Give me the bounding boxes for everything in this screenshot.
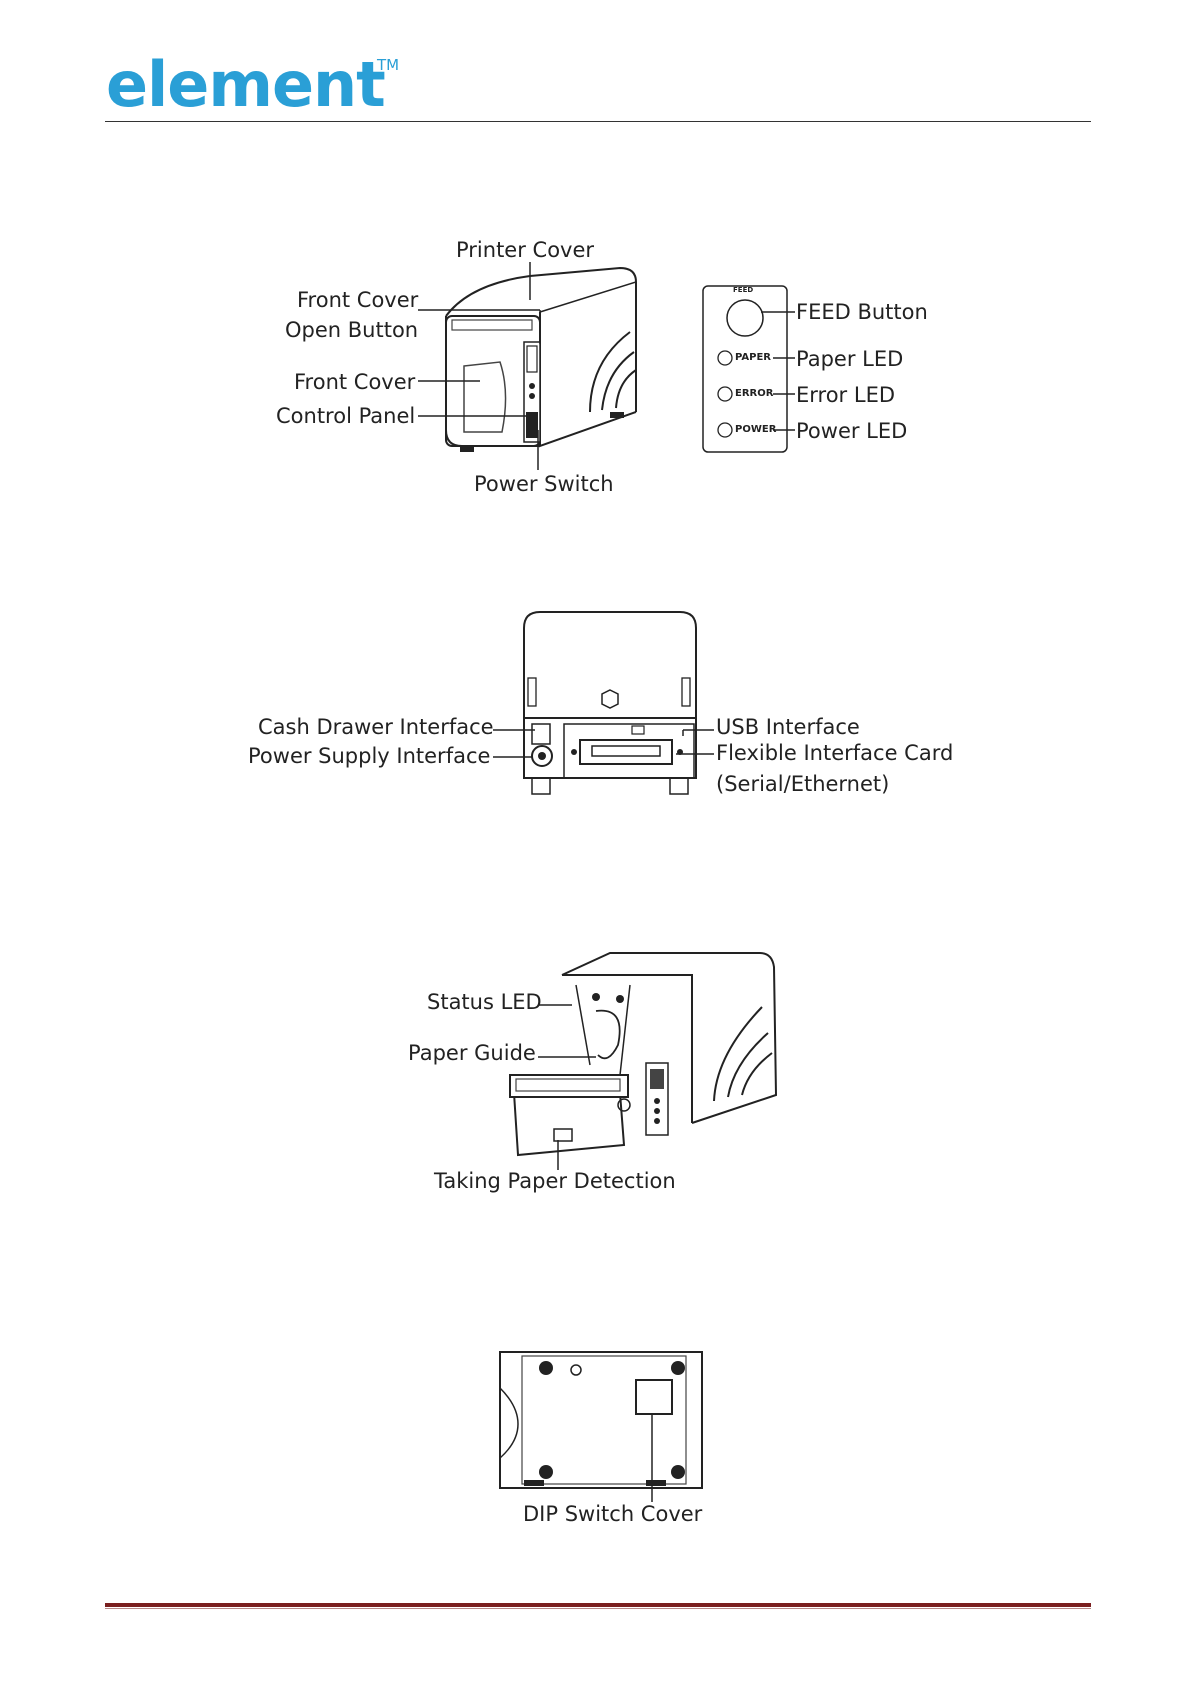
caption-power: POWER [735, 424, 777, 435]
header-rule [105, 121, 1091, 122]
footer-rule [105, 1603, 1091, 1607]
label-control-panel: Control Panel [276, 404, 416, 428]
label-power-led: Power LED [796, 419, 908, 443]
label-flexible-interface-card: Flexible Interface Card [716, 741, 954, 765]
label-power-supply-interface: Power Supply Interface [248, 744, 491, 768]
label-front-cover: Front Cover [294, 370, 416, 394]
logo-text: element [106, 48, 386, 121]
label-paper-guide: Paper Guide [408, 1041, 536, 1065]
label-front-cover-open-line2: Open Button [285, 318, 419, 342]
caption-feed: FEED [733, 286, 754, 294]
open-view-illustration [509, 952, 778, 1157]
label-serial-ethernet: (Serial/Ethernet) [716, 772, 890, 796]
bottom-view-illustration [499, 1351, 703, 1489]
caption-paper: PAPER [735, 352, 772, 363]
footer-rule-shadow [105, 1608, 1091, 1609]
brand-logo: element [106, 54, 386, 116]
label-dip-switch-cover: DIP Switch Cover [523, 1502, 703, 1526]
label-status-led: Status LED [427, 990, 542, 1014]
rear-view-illustration [523, 611, 697, 795]
label-cash-drawer-interface: Cash Drawer Interface [258, 715, 494, 739]
label-paper-led: Paper LED [796, 347, 904, 371]
label-taking-paper-detection: Taking Paper Detection [434, 1169, 676, 1193]
caption-error: ERROR [735, 388, 774, 399]
label-power-switch: Power Switch [474, 472, 614, 496]
feed-button-drawing [726, 299, 764, 337]
label-error-led: Error LED [796, 383, 896, 407]
front-view-leaders [418, 262, 795, 470]
label-feed-button: FEED Button [796, 300, 928, 324]
label-front-cover-open-line1: Front Cover [297, 288, 419, 312]
trademark-mark: TM [377, 56, 400, 74]
label-usb-interface: USB Interface [716, 715, 860, 739]
label-printer-cover: Printer Cover [456, 238, 595, 262]
control-panel-detail [702, 285, 788, 453]
